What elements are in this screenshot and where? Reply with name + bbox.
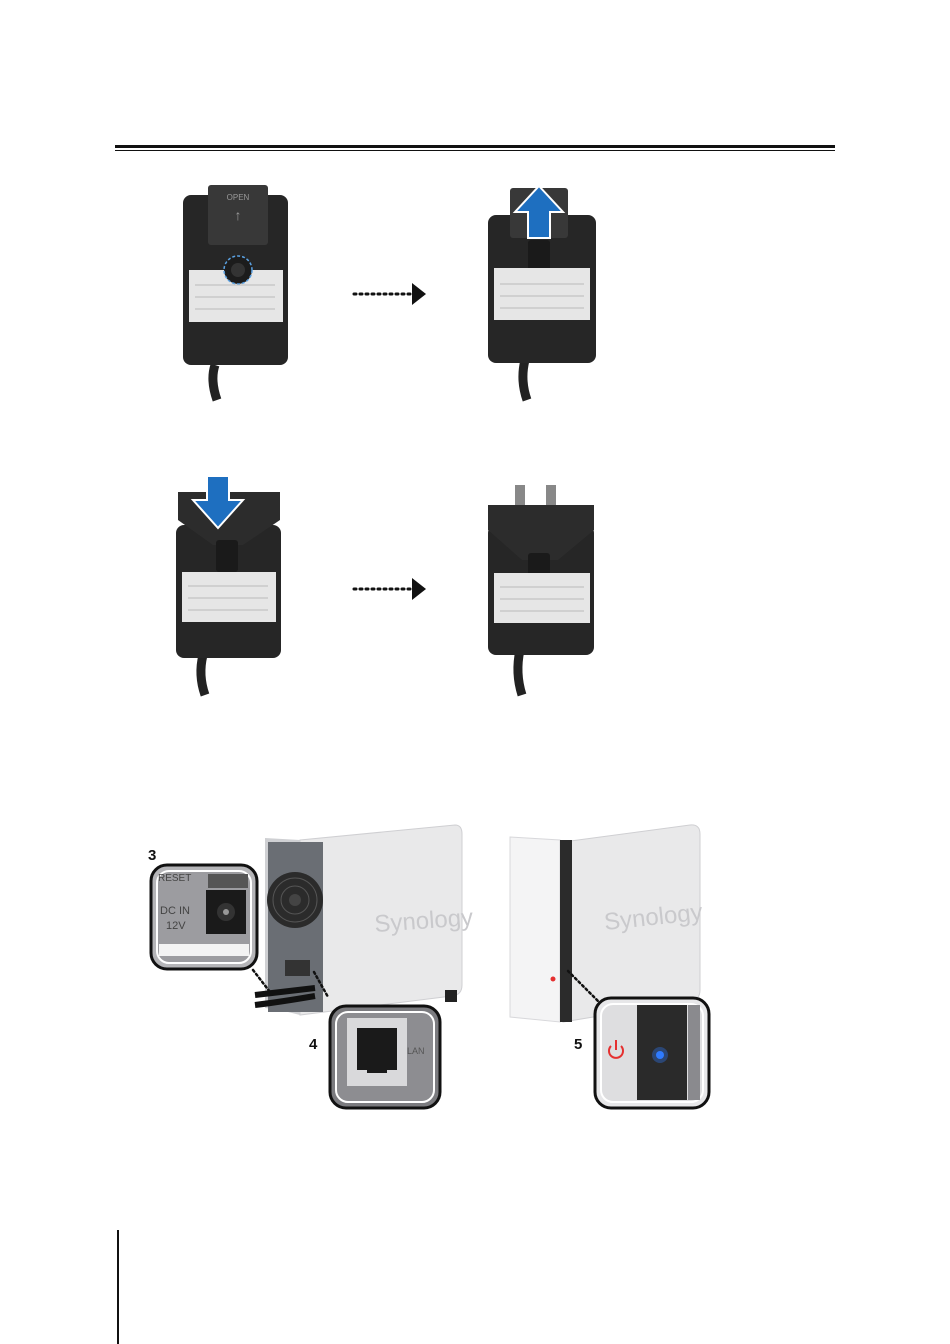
- dotted-arrow-icon: [350, 282, 430, 306]
- open-label: OPEN: [227, 193, 250, 202]
- lan-callout: [327, 1003, 443, 1111]
- adapter-attaching-plug: [168, 470, 288, 695]
- adapter-with-cover: OPEN ↑: [175, 185, 295, 400]
- adapter-cover-removed: [480, 180, 605, 400]
- dotted-arrow-icon: [350, 577, 430, 601]
- power-callout: [592, 995, 712, 1111]
- dc-in-label: DC IN: [160, 905, 190, 917]
- reset-label: RESET: [158, 873, 191, 884]
- callout-dots-lan: [248, 962, 328, 1012]
- step-5-number: 5: [574, 1036, 582, 1053]
- step-4-number: 4: [309, 1036, 317, 1053]
- header-rule-thin: [115, 150, 835, 151]
- up-glyph: ↑: [235, 207, 242, 223]
- status-led: [656, 1051, 664, 1059]
- step-3-number: 3: [148, 847, 156, 864]
- footer-margin-line: [117, 1230, 119, 1344]
- lan-label: LAN: [407, 1046, 425, 1056]
- voltage-label: 12V: [166, 920, 186, 932]
- adapter-plug-attached: [480, 485, 600, 695]
- header-rule: [115, 145, 835, 148]
